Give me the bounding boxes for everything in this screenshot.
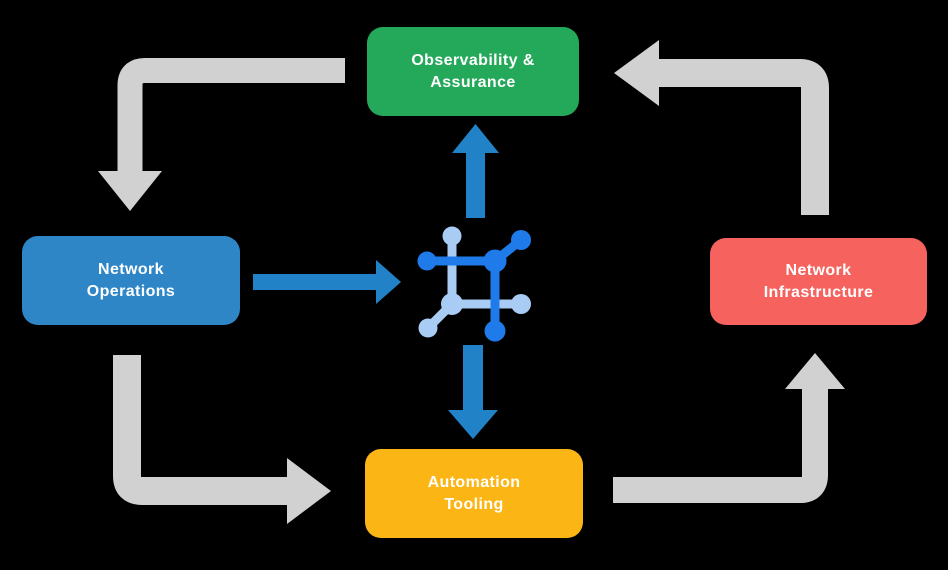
icon-node bbox=[418, 318, 438, 338]
icon-node bbox=[511, 230, 531, 250]
icon-node bbox=[483, 249, 507, 273]
node-label-line: Assurance bbox=[430, 73, 516, 91]
icon-node bbox=[417, 251, 437, 271]
node-label-line: Automation bbox=[427, 473, 521, 491]
arrow-head-down-icon bbox=[448, 410, 498, 439]
arrow-operations-to-center bbox=[253, 260, 401, 304]
node-label-line: Network bbox=[785, 261, 852, 279]
node-label-line: Infrastructure bbox=[763, 283, 874, 301]
node-observability-assurance: Observability & Assurance bbox=[367, 27, 579, 116]
arrow-center-to-observability bbox=[452, 124, 499, 218]
arrow-shaft bbox=[659, 59, 829, 215]
arrow-observability-to-operations bbox=[98, 58, 345, 211]
icon-dark-layer bbox=[417, 230, 531, 342]
node-label-line: Network bbox=[98, 260, 164, 278]
arrow-operations-to-automation bbox=[113, 355, 331, 524]
icon-node bbox=[442, 226, 462, 246]
icon-node bbox=[441, 293, 463, 315]
network-automation-icon bbox=[417, 226, 531, 342]
arrow-shaft bbox=[613, 389, 828, 503]
arrow-head-left-icon bbox=[614, 40, 659, 106]
node-label-line: Operations bbox=[86, 282, 176, 300]
arrow-head-up-icon bbox=[452, 124, 499, 153]
arrow-head-down-icon bbox=[98, 171, 162, 211]
arrow-automation-to-infrastructure bbox=[613, 353, 845, 503]
node-network-infrastructure: Network Infrastructure bbox=[710, 238, 927, 325]
icon-node bbox=[484, 320, 506, 342]
node-network-operations: Network Operations bbox=[22, 236, 240, 325]
arrow-shaft bbox=[117, 58, 345, 172]
icon-light-layer bbox=[418, 226, 531, 338]
node-label-line: Observability & bbox=[411, 51, 535, 69]
node-automation-tooling: Automation Tooling bbox=[365, 449, 583, 538]
icon-node bbox=[511, 294, 531, 314]
arrow-shaft bbox=[113, 355, 288, 505]
arrow-center-to-automation bbox=[448, 345, 498, 439]
arrow-head-up-icon bbox=[785, 353, 845, 389]
node-label-line: Tooling bbox=[444, 495, 504, 513]
arrow-infrastructure-to-observability bbox=[614, 40, 829, 215]
arrow-head-right-icon bbox=[376, 260, 401, 304]
arrow-head-right-icon bbox=[287, 458, 331, 524]
